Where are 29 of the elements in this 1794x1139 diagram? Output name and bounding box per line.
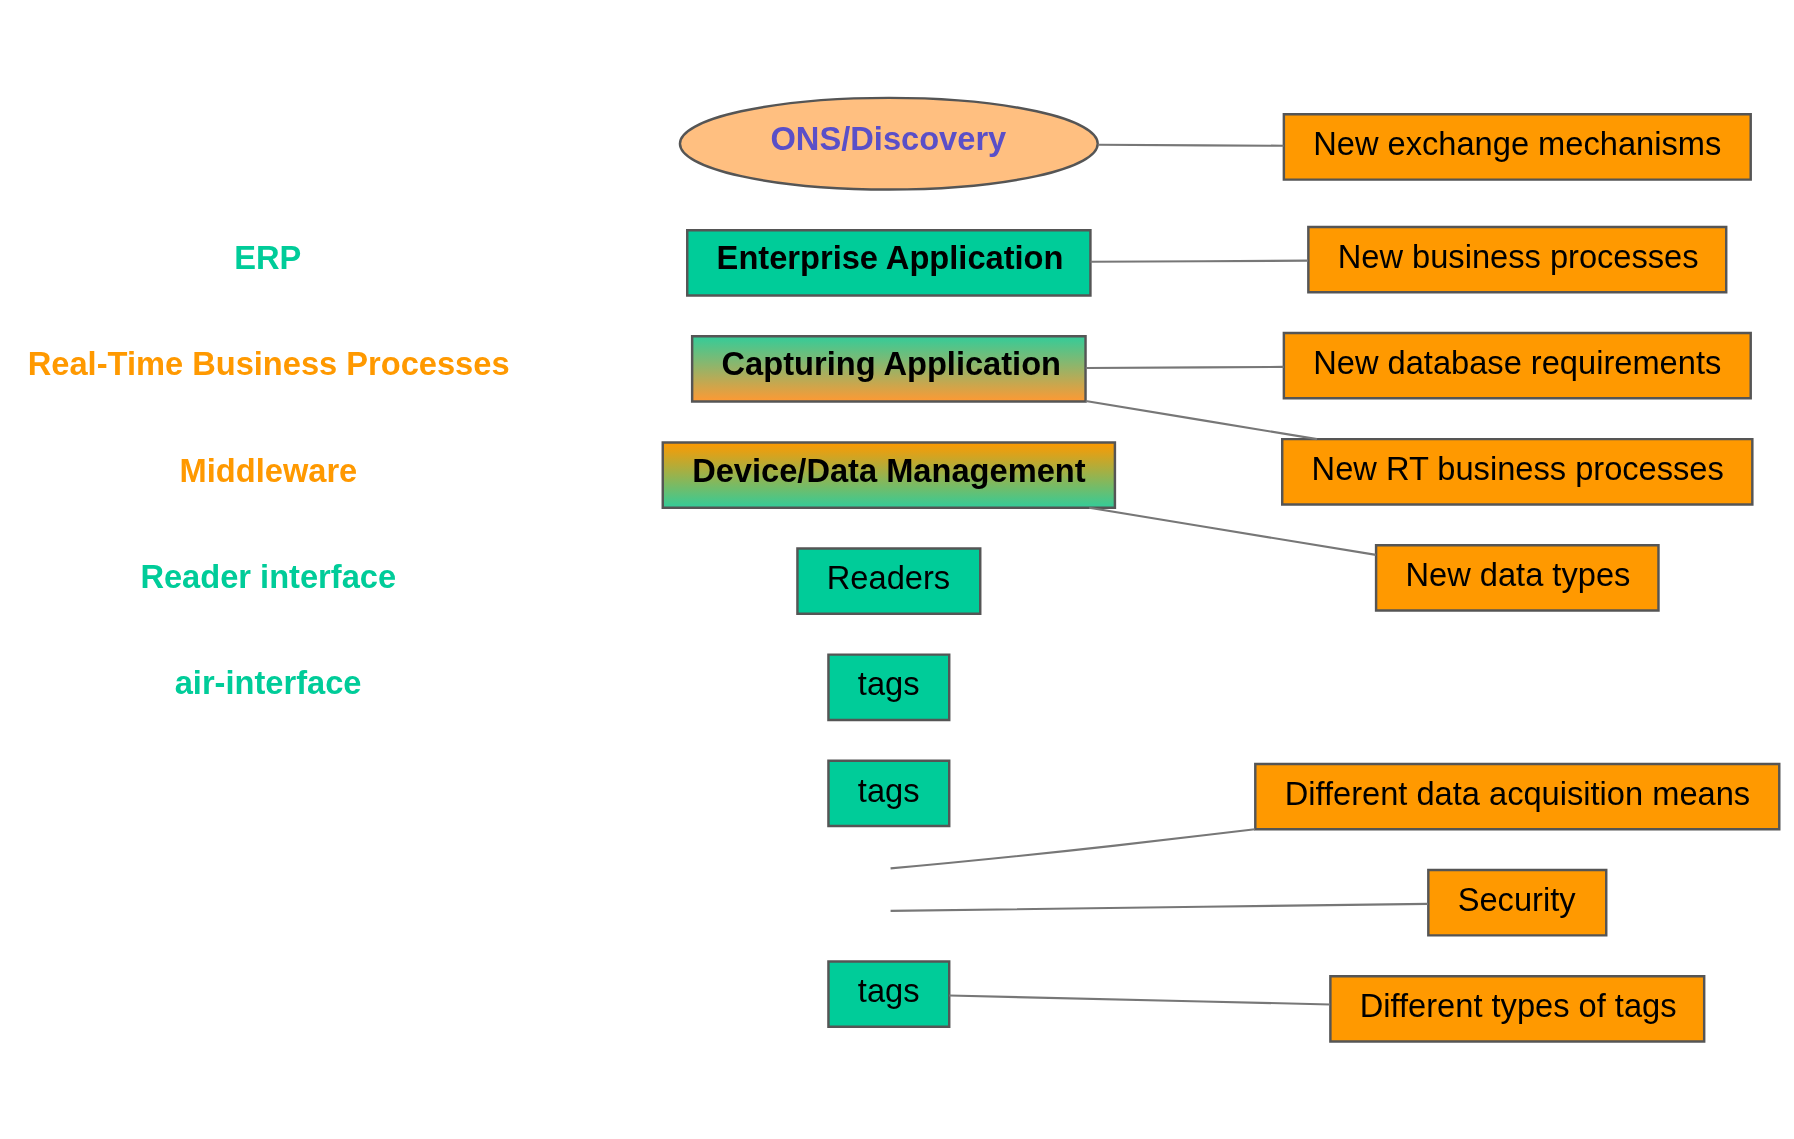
node-box: New database requirements (1282, 331, 1752, 400)
connector (1085, 365, 1284, 369)
node-ellipse: ONS/Discovery (678, 96, 1099, 191)
node-box: Enterprise Application (686, 228, 1092, 297)
node-box: Capturing Application (690, 335, 1087, 403)
node-box: New exchange mechanisms (1282, 113, 1752, 181)
label: Real-Time Business Processes (27, 345, 510, 383)
label: Middleware (179, 451, 358, 489)
connector (1088, 506, 1377, 556)
node-box: Security (1427, 868, 1608, 937)
label: ERP (234, 239, 302, 277)
node-box: tags (827, 653, 951, 722)
node-box: Readers (796, 547, 982, 616)
node-box: New data types (1374, 544, 1660, 612)
connector (1097, 143, 1284, 147)
connector (1085, 400, 1318, 441)
node-box: New business processes (1307, 225, 1728, 294)
node-box: Different types of tags (1329, 974, 1706, 1043)
label: air-interface (174, 663, 362, 701)
label: Reader interface (140, 557, 397, 595)
connector (890, 902, 1428, 912)
node-box: Different data acquisition means (1254, 762, 1781, 831)
node-box: Device/Data Management (661, 441, 1117, 509)
node-box: tags (827, 759, 951, 828)
node-box: tags (827, 960, 951, 1028)
connector (1090, 259, 1309, 263)
connector (949, 994, 1331, 1006)
connector (890, 828, 1256, 870)
node-box: New RT business processes (1281, 437, 1754, 506)
